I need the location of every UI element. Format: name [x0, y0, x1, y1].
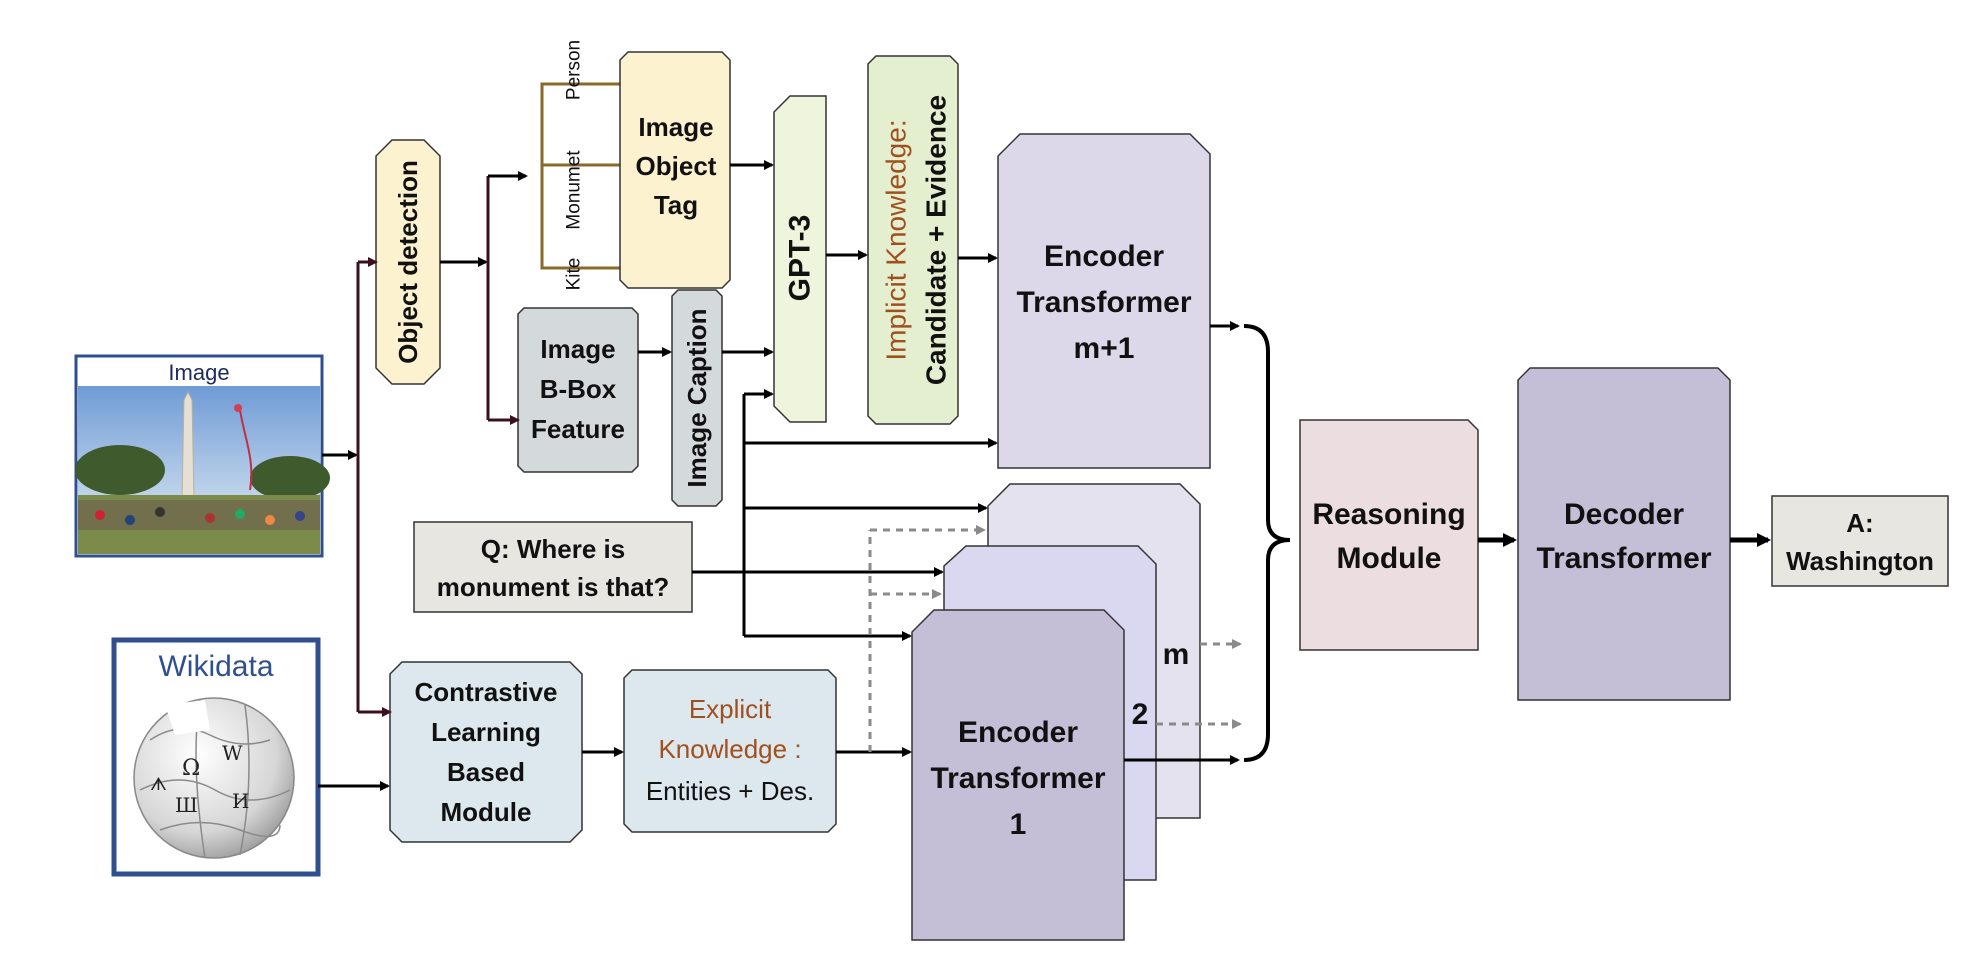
tag-kite: Kite [564, 258, 585, 291]
object-detection-connectors [440, 171, 528, 425]
encoder-output-connectors [1124, 321, 1291, 765]
object-detection-label: Object detection [393, 160, 423, 364]
explicit-knowledge-node: Explicit Knowledge : Entities + Des. [623, 669, 837, 833]
dashed-connectors [868, 525, 1242, 752]
wikipedia-globe-icon: Ω W Ш И ᗑ [133, 697, 295, 859]
gpt3-node: GPT-3 [773, 95, 827, 423]
image-caption-label: Image Caption [682, 308, 712, 487]
reasoning-line-2: Module [1337, 542, 1442, 575]
implicit-knowledge-subtitle: Candidate + Evidence [921, 95, 952, 385]
encoder-2-label: 2 [1132, 698, 1149, 731]
gpt3-label: GPT-3 [784, 215, 817, 302]
explicit-knowledge-title-2: Knowledge : [658, 734, 801, 764]
encoder-1-line-2: Transformer [930, 762, 1105, 795]
answer-line-2: Washington [1786, 546, 1934, 576]
image-object-tag-line-3: Tag [654, 190, 698, 220]
caption-bus-connectors [692, 394, 998, 641]
image-object-tag-line-2: Object [636, 151, 717, 181]
reasoning-module-node: Reasoning Module [1299, 419, 1479, 651]
contrastive-line-2: Learning [431, 717, 541, 747]
encoder-m1-line-3: m+1 [1074, 332, 1135, 365]
bbox-feature-line-3: Feature [531, 414, 625, 444]
contrastive-line-3: Based [447, 757, 525, 787]
encoder-1-line-3: 1 [1010, 808, 1027, 841]
implicit-knowledge-title: Implicit Knowledge: [881, 119, 912, 360]
contrastive-line-4: Module [441, 797, 532, 827]
svg-text:Ω: Ω [182, 756, 200, 781]
encoder-m1-node: Encoder Transformer m+1 [997, 133, 1211, 469]
question-line-2: monument is that? [437, 572, 670, 602]
encoder-1-line-1: Encoder [958, 716, 1078, 749]
encoder-1-node: Encoder Transformer 1 [911, 609, 1125, 941]
bbox-feature-line-2: B-Box [540, 374, 617, 404]
decoder-line-1: Decoder [1564, 498, 1684, 531]
encoder-m1-line-1: Encoder [1044, 240, 1164, 273]
question-line-1: Q: Where is [481, 534, 625, 564]
svg-text:W: W [222, 741, 243, 765]
explicit-knowledge-title-1: Explicit [689, 694, 772, 724]
bbox-feature-node: Image B-Box Feature [517, 307, 639, 473]
encoder-m1-line-2: Transformer [1016, 286, 1191, 319]
contrastive-line-1: Contrastive [414, 677, 557, 707]
wikidata-title: Wikidata [158, 650, 273, 683]
svg-text:ᗑ: ᗑ [150, 774, 167, 795]
tag-person: Person [564, 40, 585, 100]
decoder-transformer-node: Decoder Transformer [1517, 367, 1731, 701]
image-object-tag-node: Image Object Tag [619, 51, 731, 289]
question-node: Q: Where is monument is that? [413, 521, 693, 613]
bbox-feature-line-1: Image [540, 334, 615, 364]
svg-text:Ш: Ш [175, 793, 198, 817]
detected-tags-bracket [540, 82, 620, 270]
reasoning-line-1: Reasoning [1312, 498, 1465, 531]
implicit-knowledge-node: Implicit Knowledge: Candidate + Evidence [867, 55, 959, 425]
image-input-title: Image [168, 360, 229, 385]
image-input-box: Image [74, 354, 330, 558]
object-detection-node: Object detection [375, 139, 441, 385]
image-branch-connectors [322, 257, 392, 717]
image-object-tag-line-1: Image [638, 112, 713, 142]
answer-line-1: A: [1846, 508, 1873, 538]
image-caption-node: Image Caption [671, 289, 723, 507]
svg-text:И: И [232, 789, 249, 813]
explicit-knowledge-subtitle: Entities + Des. [646, 776, 814, 806]
tag-monumet: Monumet [564, 150, 585, 230]
contrastive-module-node: Contrastive Learning Based Module [389, 661, 583, 843]
wikidata-box: Wikidata Ω W Ш И ᗑ [111, 637, 321, 877]
washington-monument-photo-icon [75, 386, 330, 554]
knowledge-connectors [318, 747, 912, 791]
decoder-line-2: Transformer [1536, 542, 1711, 575]
gpt3-connectors [638, 160, 998, 399]
encoder-m-label: m [1163, 638, 1190, 671]
answer-node: A: Washington [1771, 495, 1949, 587]
